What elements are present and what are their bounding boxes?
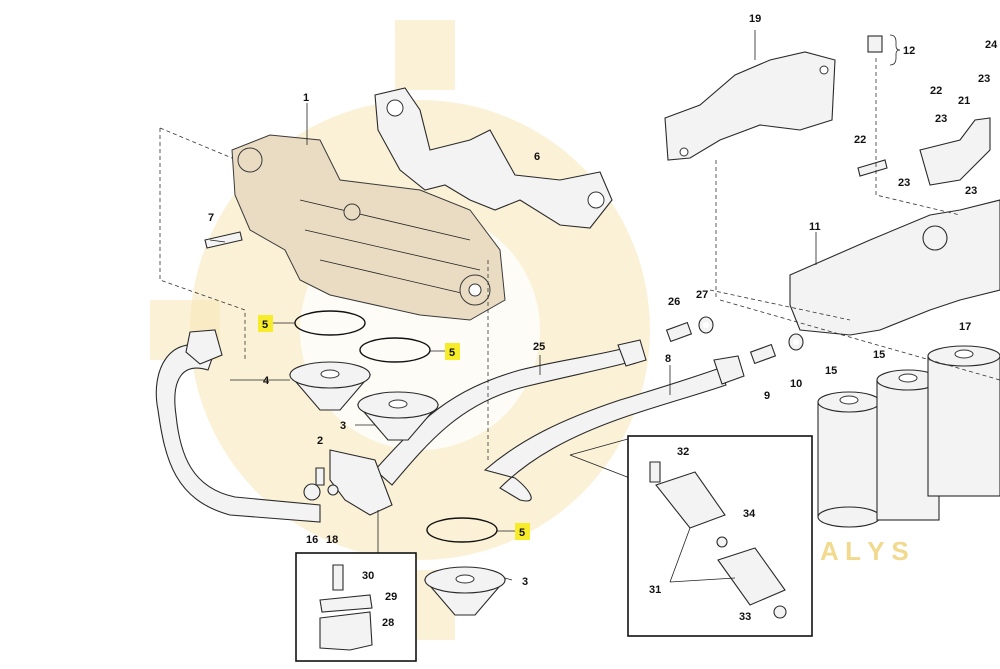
pipe-8: [483, 355, 745, 502]
filter-head-11: [789, 199, 1000, 336]
callout-6: 6: [534, 151, 540, 163]
bracket-6: [374, 87, 613, 229]
callout-4: 4: [263, 375, 270, 387]
filter-15a: [817, 391, 881, 528]
callout-27: 27: [696, 289, 708, 301]
inset-left-clamp-bottom: [319, 611, 373, 651]
cone-4: [288, 361, 372, 411]
hose-left: [155, 329, 321, 523]
callout-9: 9: [764, 390, 770, 402]
callout-16: 16: [306, 534, 318, 546]
brace-12: [889, 34, 901, 66]
plug-12: [867, 35, 883, 53]
pipe-8-nut: [713, 355, 745, 385]
inset-right-washer: [716, 536, 728, 548]
callout-7: 7: [208, 212, 214, 224]
washer-10: [788, 333, 804, 351]
callout-33: 33: [739, 611, 751, 623]
cone-3a: [356, 391, 440, 441]
callout-10: 10: [790, 378, 802, 390]
inset-right-clamp-bottom: [717, 547, 786, 606]
callout-22b: 22: [854, 134, 866, 146]
bracket-19-hole: [679, 147, 689, 157]
bolt-22b: [857, 159, 888, 177]
callout-15b: 15: [873, 349, 885, 361]
callout-23d: 23: [978, 73, 990, 85]
fitting-9: [749, 343, 777, 365]
watermark-gear-tooth-top: [395, 20, 455, 90]
filter-housing: [231, 134, 506, 321]
callout-34: 34: [743, 508, 756, 520]
oring-5b: [359, 337, 431, 363]
leader-lines: [159, 30, 1000, 581]
cone-3b: [423, 566, 507, 616]
highlight-5c: [515, 523, 530, 540]
inset-box-right: [627, 435, 813, 637]
callout-28: 28: [382, 617, 394, 629]
fitting-26: [665, 321, 693, 343]
highlight-5a: [258, 315, 273, 332]
plug-16: [303, 483, 321, 501]
callout-17: 17: [959, 321, 971, 333]
watermark-tagline: D A L Y S: [795, 536, 909, 566]
callout-12: 12: [903, 45, 915, 57]
bracket-19: [664, 51, 836, 161]
bolt-7: [204, 231, 243, 249]
callout-15a: 15: [825, 365, 837, 377]
washer-18: [327, 484, 339, 496]
inset-right-bolt: [649, 461, 661, 483]
callout-1: 1: [303, 92, 309, 104]
bracket-6-hole: [386, 99, 404, 117]
bracket-19-hole-2: [819, 65, 829, 75]
bracket-6-hole-2: [587, 191, 605, 209]
callout-23c: 23: [965, 185, 977, 197]
housing-port-inner: [468, 283, 482, 297]
housing-boss-2: [343, 203, 361, 221]
callout-30: 30: [362, 570, 374, 582]
housing-boss: [237, 147, 263, 173]
callout-21: 21: [958, 95, 970, 107]
inset-right-nut: [773, 605, 787, 619]
callout-32: 32: [677, 446, 689, 458]
clamp-bracket: [303, 449, 393, 516]
bolt-2: [315, 467, 325, 486]
inset-left-bolt: [332, 564, 344, 591]
hose-nut: [185, 329, 223, 365]
callout-5b: 5: [449, 347, 455, 359]
callout-23b: 23: [898, 177, 910, 189]
washer-27: [698, 316, 714, 334]
callout-18: 18: [326, 534, 338, 546]
callout-19: 19: [749, 13, 761, 25]
callout-8: 8: [665, 353, 671, 365]
highlight-5b: [445, 343, 460, 360]
oring-5c: [426, 517, 498, 543]
callout-31: 31: [649, 584, 661, 596]
pipe-25-nut: [617, 339, 647, 367]
inset-right-clamp-top: [655, 471, 726, 529]
callout-3a: 3: [340, 420, 346, 432]
callout-3b: 3: [522, 576, 528, 588]
pipe-25: [374, 339, 647, 486]
filter-17: [927, 345, 1000, 497]
callout-24: 24: [985, 39, 998, 51]
callout-11: 11: [809, 221, 821, 233]
callout-5a: 5: [262, 319, 268, 331]
callout-26: 26: [668, 296, 680, 308]
callout-22a: 22: [930, 85, 942, 97]
filter-head-port: [922, 225, 948, 251]
inset-box-left: [295, 552, 417, 662]
callout-2: 2: [317, 435, 323, 447]
callout-25: 25: [533, 341, 545, 353]
pipe-21: [919, 117, 991, 186]
callout-5c: 5: [519, 527, 525, 539]
callout-29: 29: [385, 591, 397, 603]
inset-left-clamp-top: [319, 594, 373, 613]
callout-labels: 1 2 3 3 4 5 5 5 6 7 8 9 10 11 12 15 15 1…: [208, 13, 998, 629]
callout-23a: 23: [935, 113, 947, 125]
